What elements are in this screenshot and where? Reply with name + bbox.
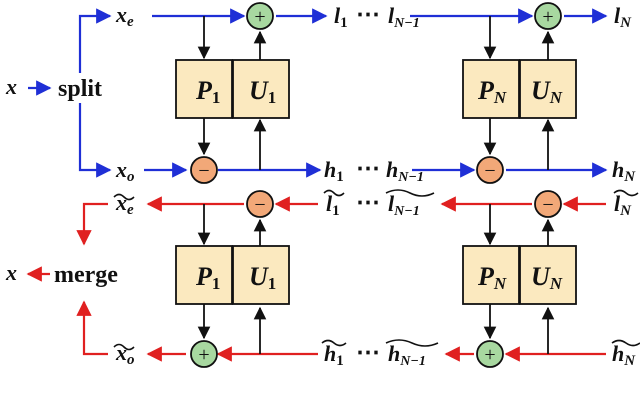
inv-h1-label: h1 [321, 339, 347, 369]
inv-plus-sign-1: + [198, 344, 209, 366]
tilde-h1 [321, 339, 347, 347]
predict-block-n [462, 59, 520, 119]
merge-even-arrow [76, 202, 108, 246]
plus-node-n [534, 2, 562, 30]
minus-node-n [476, 156, 504, 184]
forward-lifting: + + − − P1 U1 PN UN x split xe xo l1 ⋯ l… [5, 2, 636, 185]
predict-label-n: PN [477, 76, 507, 107]
minus-node-1 [190, 156, 218, 184]
update-label-n: UN [531, 76, 563, 107]
inv-ln1-label: lN−1 [385, 189, 435, 219]
svg-text:xo: xo [115, 340, 135, 368]
inv-minus-sign-n: − [542, 194, 553, 216]
even-label: xe [115, 2, 134, 30]
plus-sign-1: + [254, 6, 265, 28]
inv-plus-sign-n: + [484, 344, 495, 366]
bottom-dots-upper: ⋯ [356, 190, 380, 216]
inv-update-label-1: U1 [249, 262, 276, 293]
svg-text:hN−1: hN−1 [388, 341, 426, 369]
ln1-label: lN−1 [388, 3, 420, 31]
svg-text:h1: h1 [324, 341, 344, 369]
inv-predict-block-n [462, 245, 520, 305]
svg-text:lN−1: lN−1 [388, 191, 420, 219]
top-dots-lower: ⋯ [356, 156, 380, 182]
inv-plus-node-1 [190, 340, 218, 368]
update-block-n [519, 59, 577, 119]
tilde-ln [613, 189, 639, 197]
tilde-even [113, 193, 135, 201]
odd-label: xo [115, 157, 135, 185]
split-even-arrow [78, 8, 112, 73]
hn-label: hN [612, 157, 636, 185]
tilde-l1 [323, 189, 345, 197]
inv-predict-label-1: P1 [195, 262, 220, 293]
tilde-hn1 [385, 339, 439, 347]
tilde-ln1 [385, 189, 435, 197]
top-dots-upper: ⋯ [356, 2, 380, 28]
inv-ln-label: lN [613, 189, 639, 219]
h1-label: h1 [324, 157, 344, 185]
ln-label: lN [614, 3, 632, 31]
inv-predict-label-n: PN [477, 262, 507, 293]
svg-text:lN: lN [614, 191, 632, 219]
inv-hn1-label: hN−1 [385, 339, 439, 369]
output-x-label: x [5, 260, 17, 285]
tilde-hn [611, 339, 640, 347]
bottom-dots-lower: ⋯ [356, 340, 380, 366]
svg-text:hN: hN [612, 341, 636, 369]
inv-odd-label: xo [113, 340, 135, 368]
inv-predict-block-1 [175, 245, 233, 305]
predict-label-1: P1 [195, 76, 220, 107]
update-label-1: U1 [249, 76, 276, 107]
inv-update-block-n [519, 245, 577, 305]
svg-text:xe: xe [115, 190, 134, 218]
inv-hn-label: hN [611, 339, 640, 369]
inv-minus-sign-1: − [254, 194, 265, 216]
plus-sign-n: + [542, 6, 553, 28]
update-block-1 [232, 59, 290, 119]
inv-minus-node-1 [246, 190, 274, 218]
inverse-lifting: − − + + P1 U1 PN UN x merge xe xo l1 ⋯ l… [5, 189, 640, 369]
merge-label: merge [54, 262, 118, 288]
minus-sign-1: − [198, 160, 209, 182]
tilde-odd [113, 343, 135, 351]
plus-node-1 [246, 2, 274, 30]
inv-update-block-1 [232, 245, 290, 305]
inv-even-label: xe [113, 190, 135, 218]
inv-minus-node-n [534, 190, 562, 218]
inv-l1-label: l1 [323, 189, 345, 219]
split-odd-arrow [78, 103, 112, 178]
minus-sign-n: − [484, 160, 495, 182]
inv-plus-node-n [476, 340, 504, 368]
merge-odd-arrow [76, 300, 108, 356]
split-label: split [58, 76, 102, 102]
predict-block-1 [175, 59, 233, 119]
svg-text:l1: l1 [326, 191, 340, 219]
input-x-label: x [5, 74, 17, 99]
hn1-label: hN−1 [386, 157, 424, 185]
inv-update-label-n: UN [531, 262, 563, 293]
l1-label: l1 [334, 3, 348, 31]
